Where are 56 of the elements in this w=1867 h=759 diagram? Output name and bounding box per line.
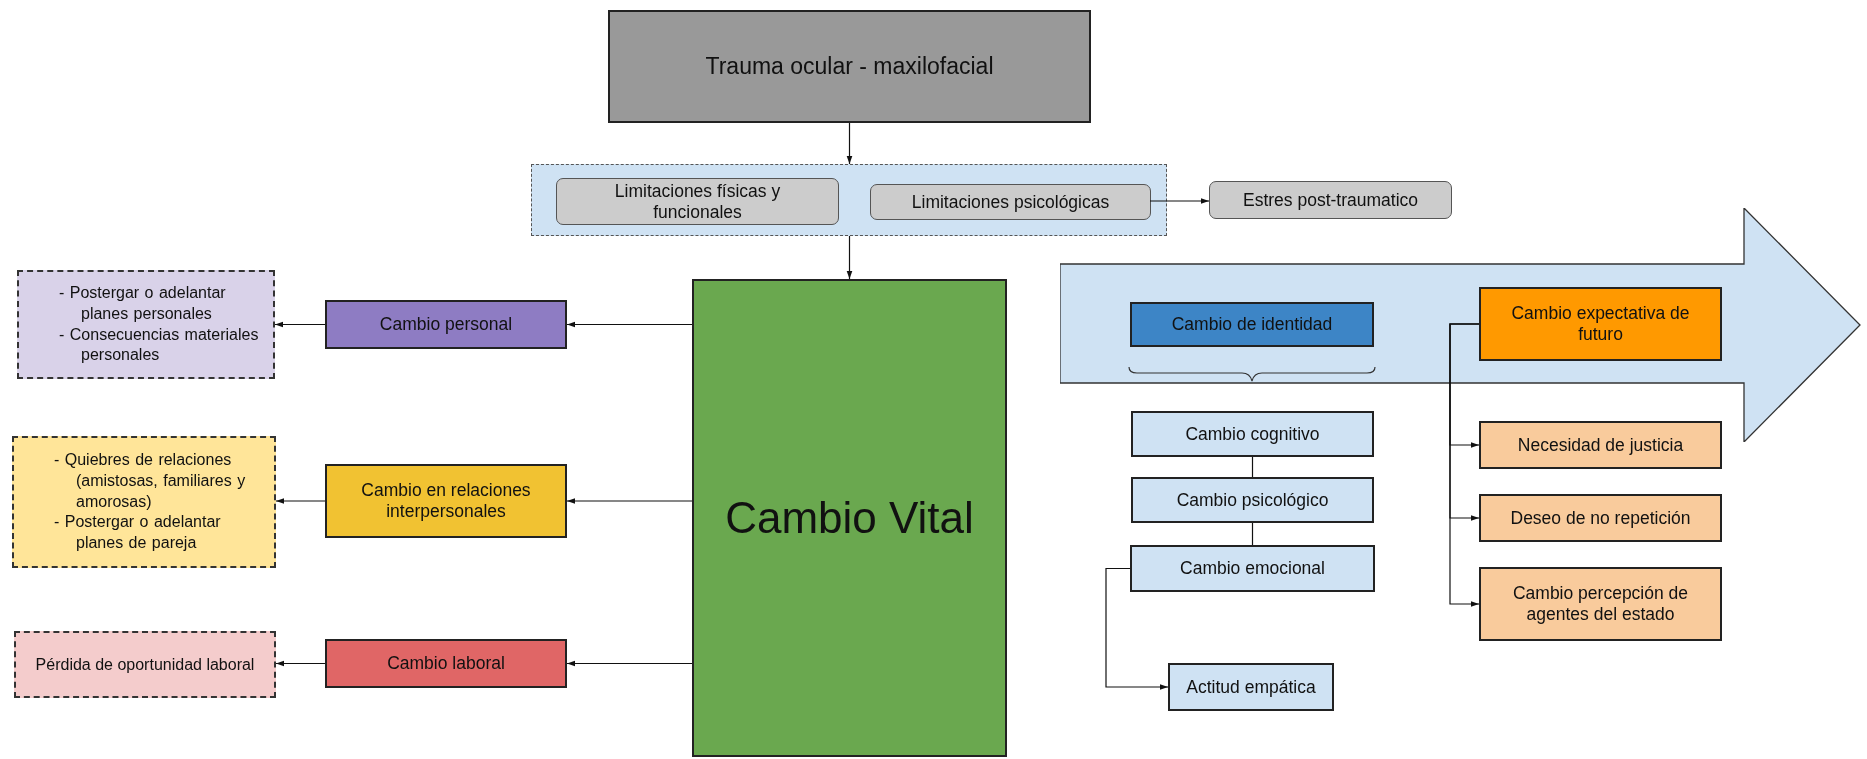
node-label: Cambio Vital xyxy=(725,491,974,544)
node-label: Trauma ocular - maxilofacial xyxy=(705,52,994,81)
bullet-item: - Postergar o adelantar planes personales xyxy=(58,282,227,324)
node-label: Limitaciones físicas y funcionales xyxy=(613,180,782,223)
arrow xyxy=(1105,567,1169,690)
node-label: Cambio laboral xyxy=(387,653,505,674)
process-box xyxy=(556,178,839,225)
arrow xyxy=(275,498,326,504)
process-box xyxy=(325,300,567,349)
node-label: Cambio cognitivo xyxy=(1185,423,1320,445)
arrow xyxy=(275,660,326,667)
group-box xyxy=(531,164,1167,236)
arrow xyxy=(566,498,693,504)
bullet-item: - Consecuencias materiales personales xyxy=(58,324,260,366)
node-label: Pérdida de oportunidad laboral xyxy=(35,654,255,675)
process-box xyxy=(325,464,567,538)
process-box xyxy=(692,279,1007,757)
arrow xyxy=(846,235,853,280)
process-box xyxy=(1131,411,1374,457)
bullet-item: - Postergar o adelantar planes de pareja xyxy=(53,512,222,554)
process-box xyxy=(1131,477,1374,523)
arrow xyxy=(566,660,693,667)
note-box xyxy=(17,270,275,379)
node-label: Deseo de no repetición xyxy=(1510,507,1691,529)
node-label: Cambio de identidad xyxy=(1171,314,1333,335)
process-box xyxy=(1479,494,1722,542)
arrow xyxy=(1149,198,1210,204)
process-box xyxy=(1209,181,1452,219)
bullet-item: - Quiebres de relaciones (amistosas, familiares y amorosas) xyxy=(53,450,247,512)
process-box xyxy=(14,631,276,698)
arrow xyxy=(846,122,853,165)
process-box xyxy=(1479,567,1722,641)
note-box xyxy=(12,436,276,568)
process-box xyxy=(608,10,1091,123)
connector-line xyxy=(1251,456,1254,478)
process-box xyxy=(870,184,1151,220)
node-label: Cambio personal xyxy=(379,314,513,335)
process-box xyxy=(1168,663,1334,711)
process-box xyxy=(325,639,567,688)
node-label: Cambio emocional xyxy=(1180,558,1325,579)
process-box xyxy=(1479,287,1722,361)
node-label: Limitaciones psicológicas xyxy=(911,191,1110,213)
arrow xyxy=(1449,323,1480,607)
node-label: Necesidad de justicia xyxy=(1517,434,1684,456)
process-box xyxy=(1130,302,1374,347)
node-label: Cambio percepción de agentes del estado xyxy=(1511,583,1690,625)
node-label: Cambio psicológico xyxy=(1176,489,1329,511)
node-label: Actitud empática xyxy=(1186,676,1316,698)
process-box xyxy=(1130,545,1375,592)
arrow xyxy=(566,321,693,328)
connector-line xyxy=(1251,522,1254,546)
node-label: Estres post-traumatico xyxy=(1242,189,1419,211)
arrow xyxy=(274,321,326,328)
node-label: Cambio expectativa de futuro xyxy=(1510,303,1691,345)
process-box xyxy=(1479,421,1722,469)
node-label: Cambio en relaciones interpersonales xyxy=(360,480,532,522)
